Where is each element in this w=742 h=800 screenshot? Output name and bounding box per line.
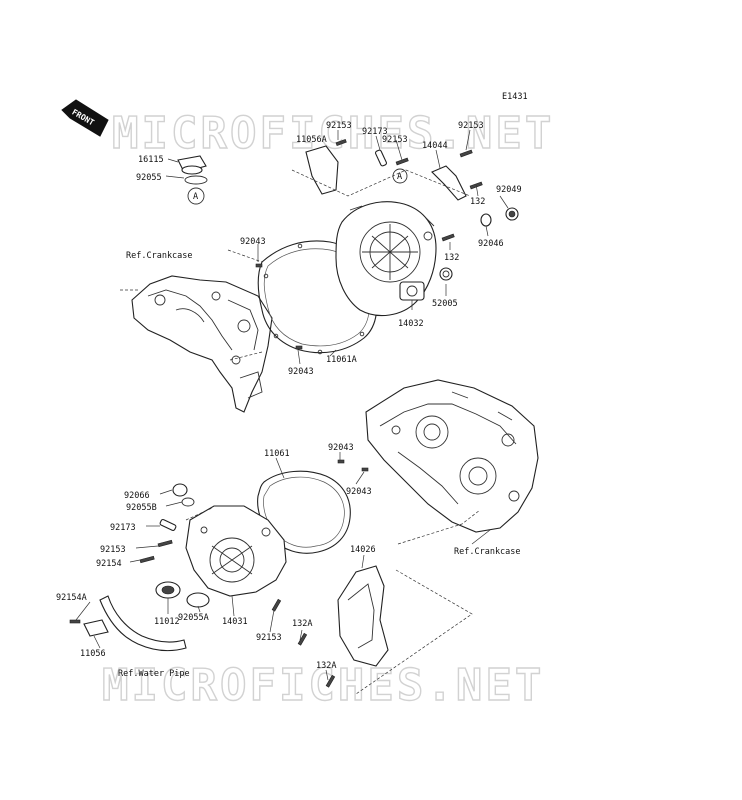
upper-crankcase-drawing [131,275,273,413]
label-11056A: 11056A [296,135,327,145]
upper-small-parts: A A [177,138,519,350]
label-132-b: 132 [444,253,459,263]
label-14026: 14026 [350,545,376,555]
watermark-bottom: MICROFICHES.NET [102,660,544,711]
label-92154: 92154 [96,559,122,569]
label-ref-crankcase-top: Ref.Crankcase [126,251,193,261]
label-14044: 14044 [422,141,448,151]
callout-a-symbol-2: A [397,172,402,182]
label-92173-top: 92173 [362,127,388,137]
label-92043-c: 92043 [328,443,354,453]
label-92043-b: 92043 [288,367,314,377]
label-92153-top1: 92153 [326,121,352,131]
leader-lines [120,169,481,695]
part-labels: 92153 11056A 92173 92153 92153 14044 161… [56,121,522,679]
label-92173-low: 92173 [110,523,136,533]
watermark-top: MICROFICHES.NET [112,108,554,159]
diagram-code: E1431 [502,92,528,102]
label-132A-a: 132A [292,619,312,629]
label-132A-b: 132A [316,661,336,671]
label-11061A: 11061A [326,355,357,365]
cover-14032-drawing [335,201,437,317]
lower-small-parts [69,459,369,688]
label-92153-top2: 92153 [382,135,408,145]
label-ref-water-pipe: Ref.Water Pipe [118,669,190,679]
label-ref-crankcase-low: Ref.Crankcase [454,547,521,557]
callout-a-symbol-1: A [193,192,198,202]
label-132-a: 132 [470,197,485,207]
label-52005: 52005 [432,299,458,309]
lower-crankcase-drawing [365,379,539,533]
label-92055: 92055 [136,173,162,183]
cover-14031-drawing [185,505,287,597]
label-92043-a: 92043 [240,237,266,247]
label-14031: 14031 [222,617,248,627]
label-92046: 92046 [478,239,504,249]
label-92066: 92066 [124,491,150,501]
label-11012: 11012 [154,617,180,627]
label-92153-low2: 92153 [256,633,282,643]
guard-14026-drawing [337,565,389,667]
label-16115: 16115 [138,155,164,165]
front-arrow-icon: FRONT [61,99,109,137]
label-pointers [75,129,509,681]
label-92153-top3: 92153 [458,121,484,131]
label-14032: 14032 [398,319,424,329]
label-11061: 11061 [264,449,290,459]
label-92049: 92049 [496,185,522,195]
label-92153-low1: 92153 [100,545,126,555]
label-92154A: 92154A [56,593,87,603]
label-92043-d: 92043 [346,487,372,497]
label-11056: 11056 [80,649,106,659]
gasket-11061A-drawing [257,240,378,355]
label-92055B: 92055B [126,503,157,513]
label-92055A: 92055A [178,613,209,623]
